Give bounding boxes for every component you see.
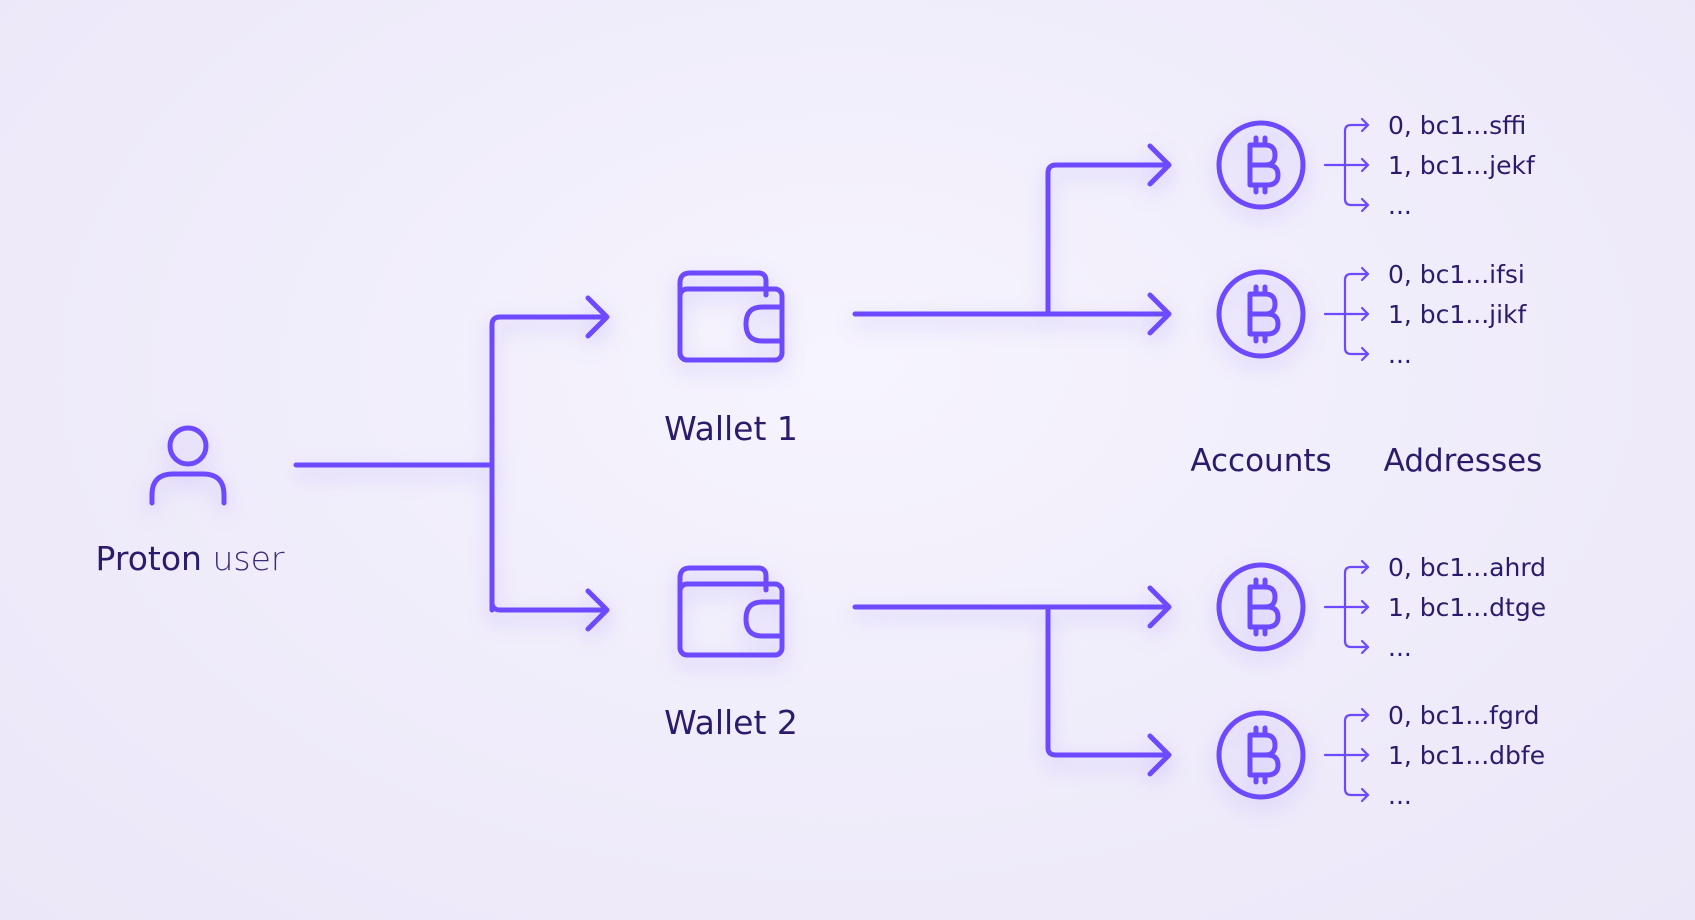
address-item: 1, bc1...dtge	[1388, 593, 1547, 622]
address-bracket	[1323, 559, 1370, 655]
address-item: 1, bc1...jikf	[1388, 300, 1527, 329]
address-item: ...	[1388, 191, 1412, 220]
address-bracket	[1323, 117, 1370, 213]
bitcoin-icon	[1216, 562, 1306, 652]
user-label-bold: Proton	[95, 539, 202, 578]
address-item: ...	[1388, 781, 1412, 810]
wallet-2-to-accounts-connector	[852, 585, 1172, 777]
bitcoin-icon	[1216, 120, 1306, 210]
user-label-light: user	[212, 539, 285, 578]
wallet-1-to-accounts-connector	[852, 143, 1172, 336]
address-item: 0, bc1...ahrd	[1388, 553, 1547, 582]
bitcoin-icon	[1216, 710, 1306, 800]
user-to-wallets-connector	[293, 295, 610, 632]
accounts-column-label: Accounts	[1190, 443, 1332, 479]
address-item: ...	[1388, 340, 1412, 369]
wallet-label: Wallet 2	[664, 703, 798, 742]
bitcoin-icon	[1216, 269, 1306, 359]
wallet-label: Wallet 1	[664, 409, 798, 448]
user-icon	[149, 425, 227, 506]
wallet-icon	[677, 270, 785, 363]
address-item: 1, bc1...dbfe	[1388, 741, 1546, 770]
address-bracket	[1323, 266, 1370, 362]
address-item: 0, bc1...ifsi	[1388, 260, 1525, 289]
address-item: 1, bc1...jekf	[1388, 151, 1535, 180]
address-item: 0, bc1...sffi	[1388, 111, 1527, 140]
address-item: ...	[1388, 633, 1412, 662]
address-bracket	[1323, 707, 1370, 803]
address-item: 0, bc1...fgrd	[1388, 701, 1540, 730]
addresses-column-label: Addresses	[1383, 443, 1543, 479]
user-label: Proton user	[96, 539, 285, 578]
wallet-icon	[677, 565, 785, 658]
